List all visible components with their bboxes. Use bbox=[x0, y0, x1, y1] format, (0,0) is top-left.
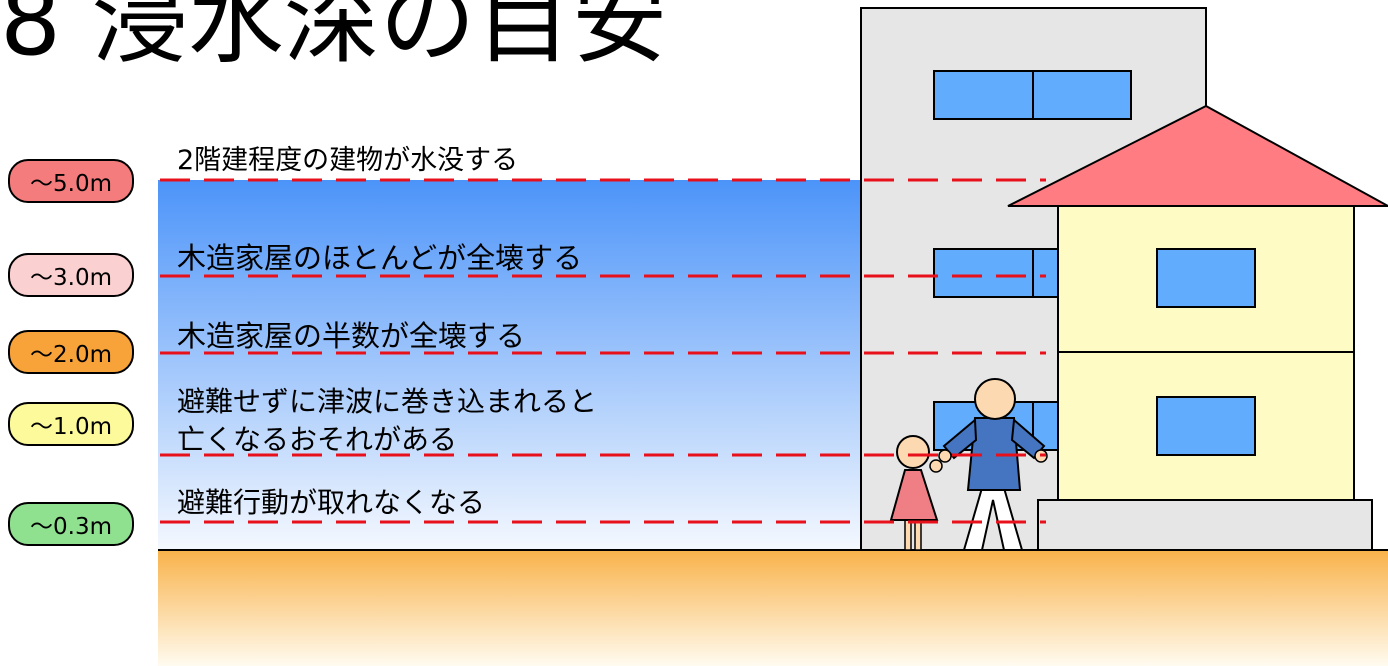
house-window bbox=[1156, 248, 1256, 308]
child-figure bbox=[889, 435, 943, 551]
adult-figure bbox=[938, 378, 1048, 551]
ground bbox=[158, 550, 1388, 666]
flood-water bbox=[158, 180, 861, 549]
house-window bbox=[1156, 396, 1256, 456]
level-lines bbox=[160, 178, 1046, 524]
level-badge-5m: 〜5.0m bbox=[8, 159, 134, 203]
level-description-2m: 木造家屋の半数が全壊する bbox=[177, 319, 526, 353]
level-badge-03m: 〜0.3m bbox=[8, 502, 134, 546]
level-badge-3m: 〜3.0m bbox=[8, 253, 134, 297]
level-description-03m: 避難行動が取れなくなる bbox=[177, 486, 486, 519]
level-badge-1m: 〜1.0m bbox=[8, 402, 134, 446]
level-badge-2m: 〜2.0m bbox=[8, 330, 134, 374]
level-description-3m: 木造家屋のほとんどが全壊する bbox=[177, 241, 583, 275]
wooden-house bbox=[1007, 104, 1388, 551]
level-description-1m: 避難せずに津波に巻き込まれると 亡くなるおそれがある bbox=[177, 385, 598, 456]
page-title: 8 浸水深の目安 bbox=[0, 0, 668, 77]
house-roof bbox=[1007, 104, 1388, 207]
level-description-5m: 2階建程度の建物が水没する bbox=[177, 145, 519, 176]
